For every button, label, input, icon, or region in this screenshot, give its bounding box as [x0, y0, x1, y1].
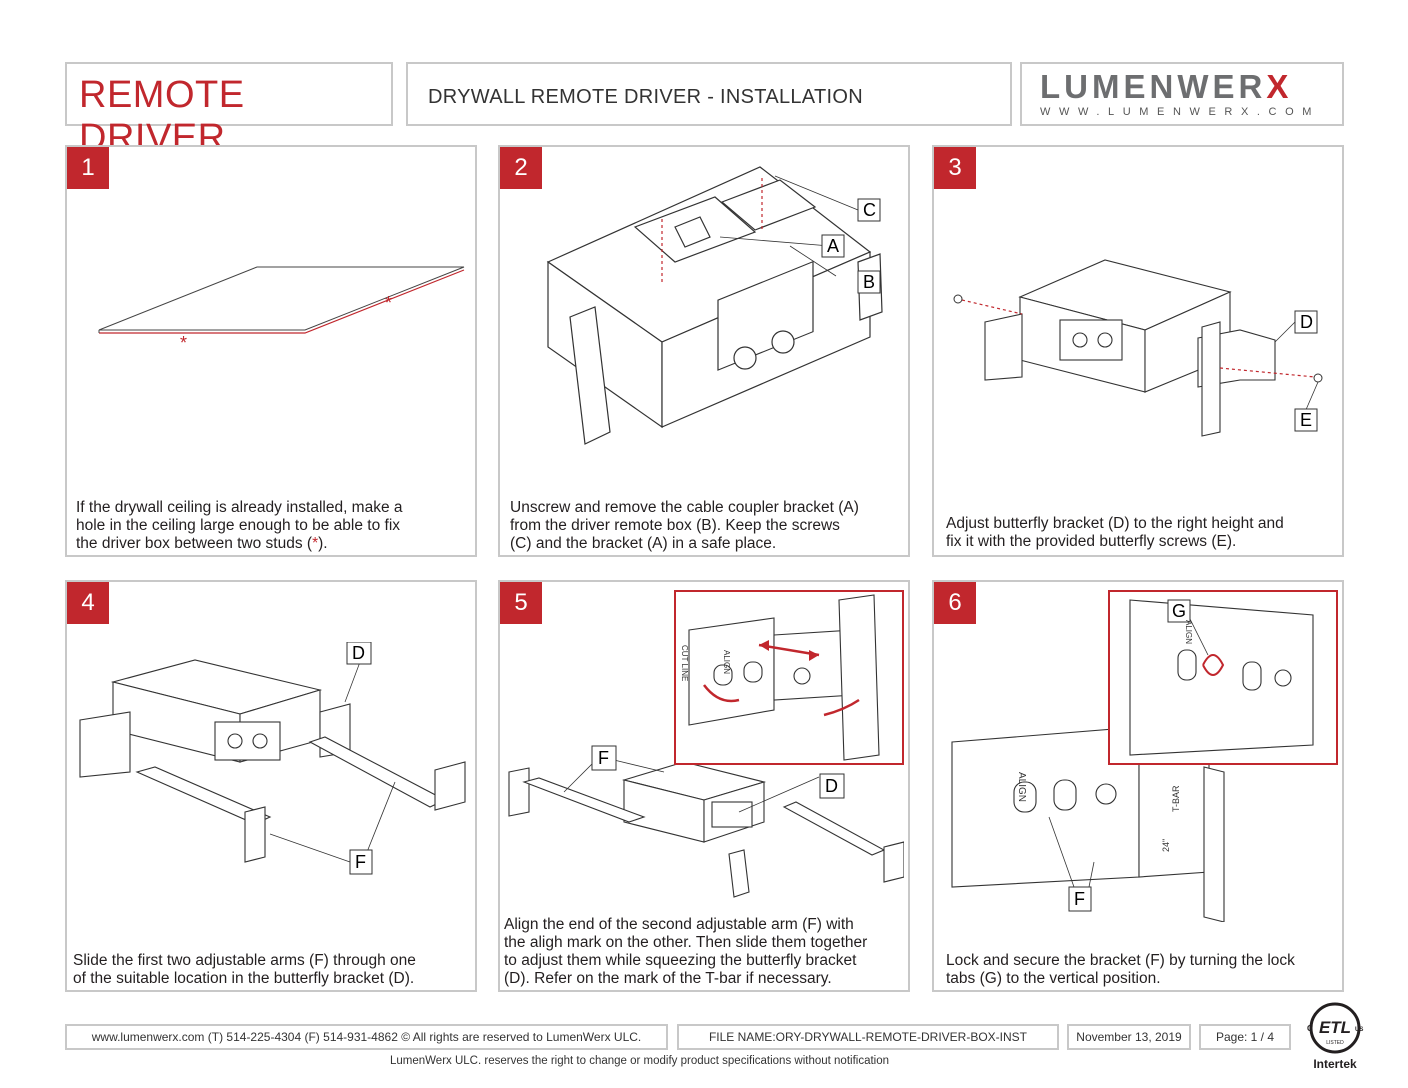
callout-label: B [863, 272, 875, 292]
adjustable-arms-illustration: D F [79, 642, 466, 875]
step-panel-2: 2 C A B Unscr [498, 145, 910, 557]
step-number: 5 [500, 582, 542, 624]
step-panel-3: 3 D E Adjust butterfly bracket (D) to [932, 145, 1344, 557]
callout-label: E [1300, 410, 1312, 430]
step-caption: Unscrew and remove the cable coupler bra… [510, 499, 859, 552]
footer-page: Page: 1 / 4 [1199, 1024, 1291, 1050]
step-caption: If the drywall ceiling is already instal… [76, 499, 403, 552]
size-mark-text: 24" [1161, 839, 1171, 852]
brand-url: WWW.LUMENWERX.COM [1040, 106, 1321, 118]
align-mark-text: ALIGN [1184, 620, 1193, 644]
step-number: 6 [934, 582, 976, 624]
etl-listed-text: LISTED [1326, 1040, 1344, 1046]
marker-star: * [180, 333, 187, 353]
page-subtitle: DRYWALL REMOTE DRIVER - INSTALLATION [428, 86, 863, 108]
cut-line-text: CUT LINE [680, 645, 689, 681]
step-number: 4 [67, 582, 109, 624]
callout-label: F [598, 748, 609, 768]
logo-box: LUMENWERX WWW.LUMENWERX.COM [1020, 62, 1344, 126]
step-number: 2 [500, 147, 542, 189]
footer-disclaimer: LumenWerx ULC. reserves the right to cha… [390, 1055, 890, 1067]
etl-listed-mark: ETL LISTED C US Intertek [1307, 1002, 1363, 1071]
align-arms-illustration: F D [508, 745, 904, 898]
step-caption: Adjust butterfly bracket (D) to the righ… [946, 515, 1284, 550]
header-title-box: REMOTE DRIVER [65, 62, 393, 159]
footer-date: November 13, 2019 [1067, 1024, 1191, 1050]
tbar-mark-text: T-BAR [1171, 785, 1181, 812]
marker-star: * [385, 293, 392, 313]
callout-label: C [863, 200, 876, 220]
header-subtitle-box: DRYWALL REMOTE DRIVER - INSTALLATION [406, 62, 1012, 126]
callout-label: F [355, 852, 366, 872]
etl-c-text: C [1307, 1024, 1313, 1033]
footer-contact: www.lumenwerx.com (T) 514-225-4304 (F) 5… [65, 1024, 668, 1050]
align-mark-text: ALIGN [722, 650, 731, 674]
lock-tab-detail-inset: G ALIGN [1108, 590, 1338, 765]
etl-us-text: US [1355, 1027, 1363, 1033]
step-caption: Align the end of the second adjustable a… [504, 916, 868, 987]
step-number: 1 [67, 147, 109, 189]
step-panel-5: 5 F D [498, 580, 910, 992]
etl-intertek-text: Intertek [1313, 1057, 1357, 1071]
align-detail-inset: ALIGN CUT LINE [674, 590, 904, 765]
page-title: REMOTE DRIVER [79, 74, 245, 159]
callout-label: G [1172, 601, 1186, 621]
step-number: 3 [934, 147, 976, 189]
callout-label: D [1300, 312, 1313, 332]
step-panel-4: 4 D F Slide the first two adjustable arm… [65, 580, 477, 992]
callout-label: D [825, 776, 838, 796]
callout-label: D [352, 643, 365, 663]
footer-file-name: FILE NAME:ORY-DRYWALL-REMOTE-DRIVER-BOX-… [677, 1024, 1059, 1050]
butterfly-bracket-illustration: D E [953, 259, 1323, 437]
etl-mark-text: ETL [1319, 1018, 1351, 1037]
step-caption: Lock and secure the bracket (F) by turni… [946, 952, 1295, 987]
brand-logo: LUMENWERX [1040, 68, 1293, 105]
align-mark-text: ALIGN [1016, 772, 1027, 802]
step-caption: Slide the first two adjustable arms (F) … [73, 952, 416, 987]
driver-box-exploded-illustration: C A B [546, 166, 883, 445]
step-panel-1: 1 * * If the drywall ceiling is already … [65, 145, 477, 557]
drywall-hole-illustration: * * [98, 266, 465, 353]
step-panel-6: 6 ALIGN T-BAR 24" F [932, 580, 1344, 992]
callout-label: A [827, 236, 839, 256]
callout-label: F [1074, 889, 1085, 909]
lock-tabs-illustration: ALIGN T-BAR 24" F [951, 726, 1225, 922]
